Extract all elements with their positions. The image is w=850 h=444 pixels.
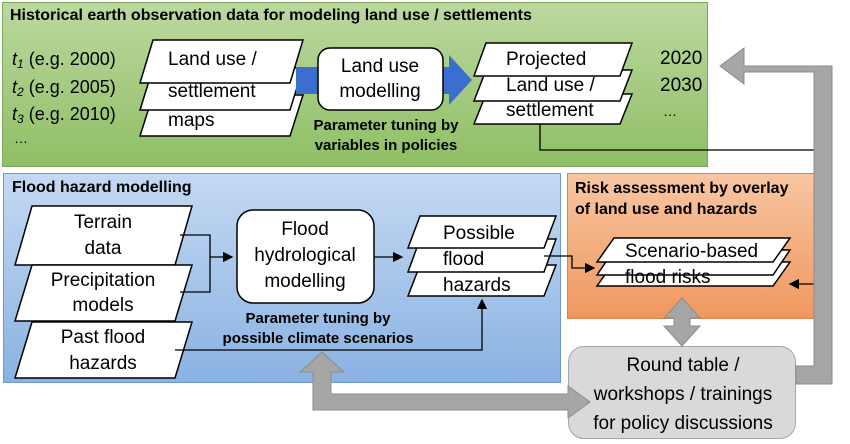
input-maps-line-3: maps (168, 110, 215, 131)
land-use-modelling-box (317, 47, 444, 111)
input-maps-stack (138, 39, 305, 137)
projected-line-1: Projected (506, 49, 587, 70)
projected-stack (472, 42, 634, 125)
policy-tuning-line-1: Parameter tuning by (313, 117, 459, 134)
flood-heading: Flood hazard modelling (12, 179, 192, 196)
flood-modelling-line-3: modelling (264, 271, 346, 292)
land-use-modelling-line-1: Land use (340, 56, 420, 77)
terrain-line-2: data (84, 238, 122, 259)
terrain-line-1: Terrain (73, 212, 133, 233)
scenario-line-2: flood risks (625, 267, 711, 288)
precipitation-line-2: models (72, 295, 134, 316)
input-maps-line-2: settlement (168, 81, 256, 102)
possible-hazards-line-2: flood (443, 249, 485, 270)
policy-tuning-line-2: variables in policies (314, 137, 458, 154)
year-more: … (663, 103, 677, 119)
projected-line-2: Land use / (506, 75, 595, 96)
flood-modelling-line-1: Flood (281, 219, 329, 240)
possible-hazards-stack (406, 215, 558, 297)
time-point-more: … (14, 130, 28, 146)
grey-arrows (298, 47, 833, 419)
risk-heading-line-1: Risk assessment by overlay (575, 180, 789, 197)
scenario-risks-stack (595, 237, 792, 287)
scenario-line-1: Scenario-based (625, 241, 759, 262)
historical-heading: Historical earth observation data for mo… (10, 7, 532, 24)
roundtable-line-2: workshops / trainings (593, 384, 773, 405)
roundtable-box: Round table / workshops / trainings for … (568, 346, 796, 439)
projected-line-3: settlement (506, 100, 594, 121)
precipitation-line-1: Precipitation (50, 270, 156, 291)
flood-modelling-line-2: hydrological (254, 245, 356, 266)
time-point-1: t1 (e.g. 2000) (12, 49, 116, 71)
possible-hazards-line-3: hazards (443, 275, 511, 296)
possible-hazards-line-1: Possible (443, 223, 515, 244)
risk-heading-line-2: of land use and hazards (575, 201, 758, 218)
year-2020: 2020 (660, 48, 703, 69)
past-flood-line-2: hazards (69, 353, 137, 374)
time-point-3: t3 (e.g. 2010) (12, 104, 116, 126)
climate-tuning-line-2: possible climate scenarios (222, 330, 414, 347)
land-use-modelling-line-2: modelling (339, 81, 421, 102)
roundtable-line-3: for policy discussions (593, 413, 773, 434)
flood-input-shapes (13, 205, 194, 379)
year-2030: 2030 (660, 75, 703, 96)
time-point-2: t2 (e.g. 2005) (12, 77, 116, 99)
roundtable-line-1: Round table / (626, 355, 740, 376)
past-flood-line-1: Past flood (60, 327, 146, 348)
input-maps-line-1: Land use / (168, 49, 257, 70)
climate-tuning-line-1: Parameter tuning by (245, 310, 391, 327)
